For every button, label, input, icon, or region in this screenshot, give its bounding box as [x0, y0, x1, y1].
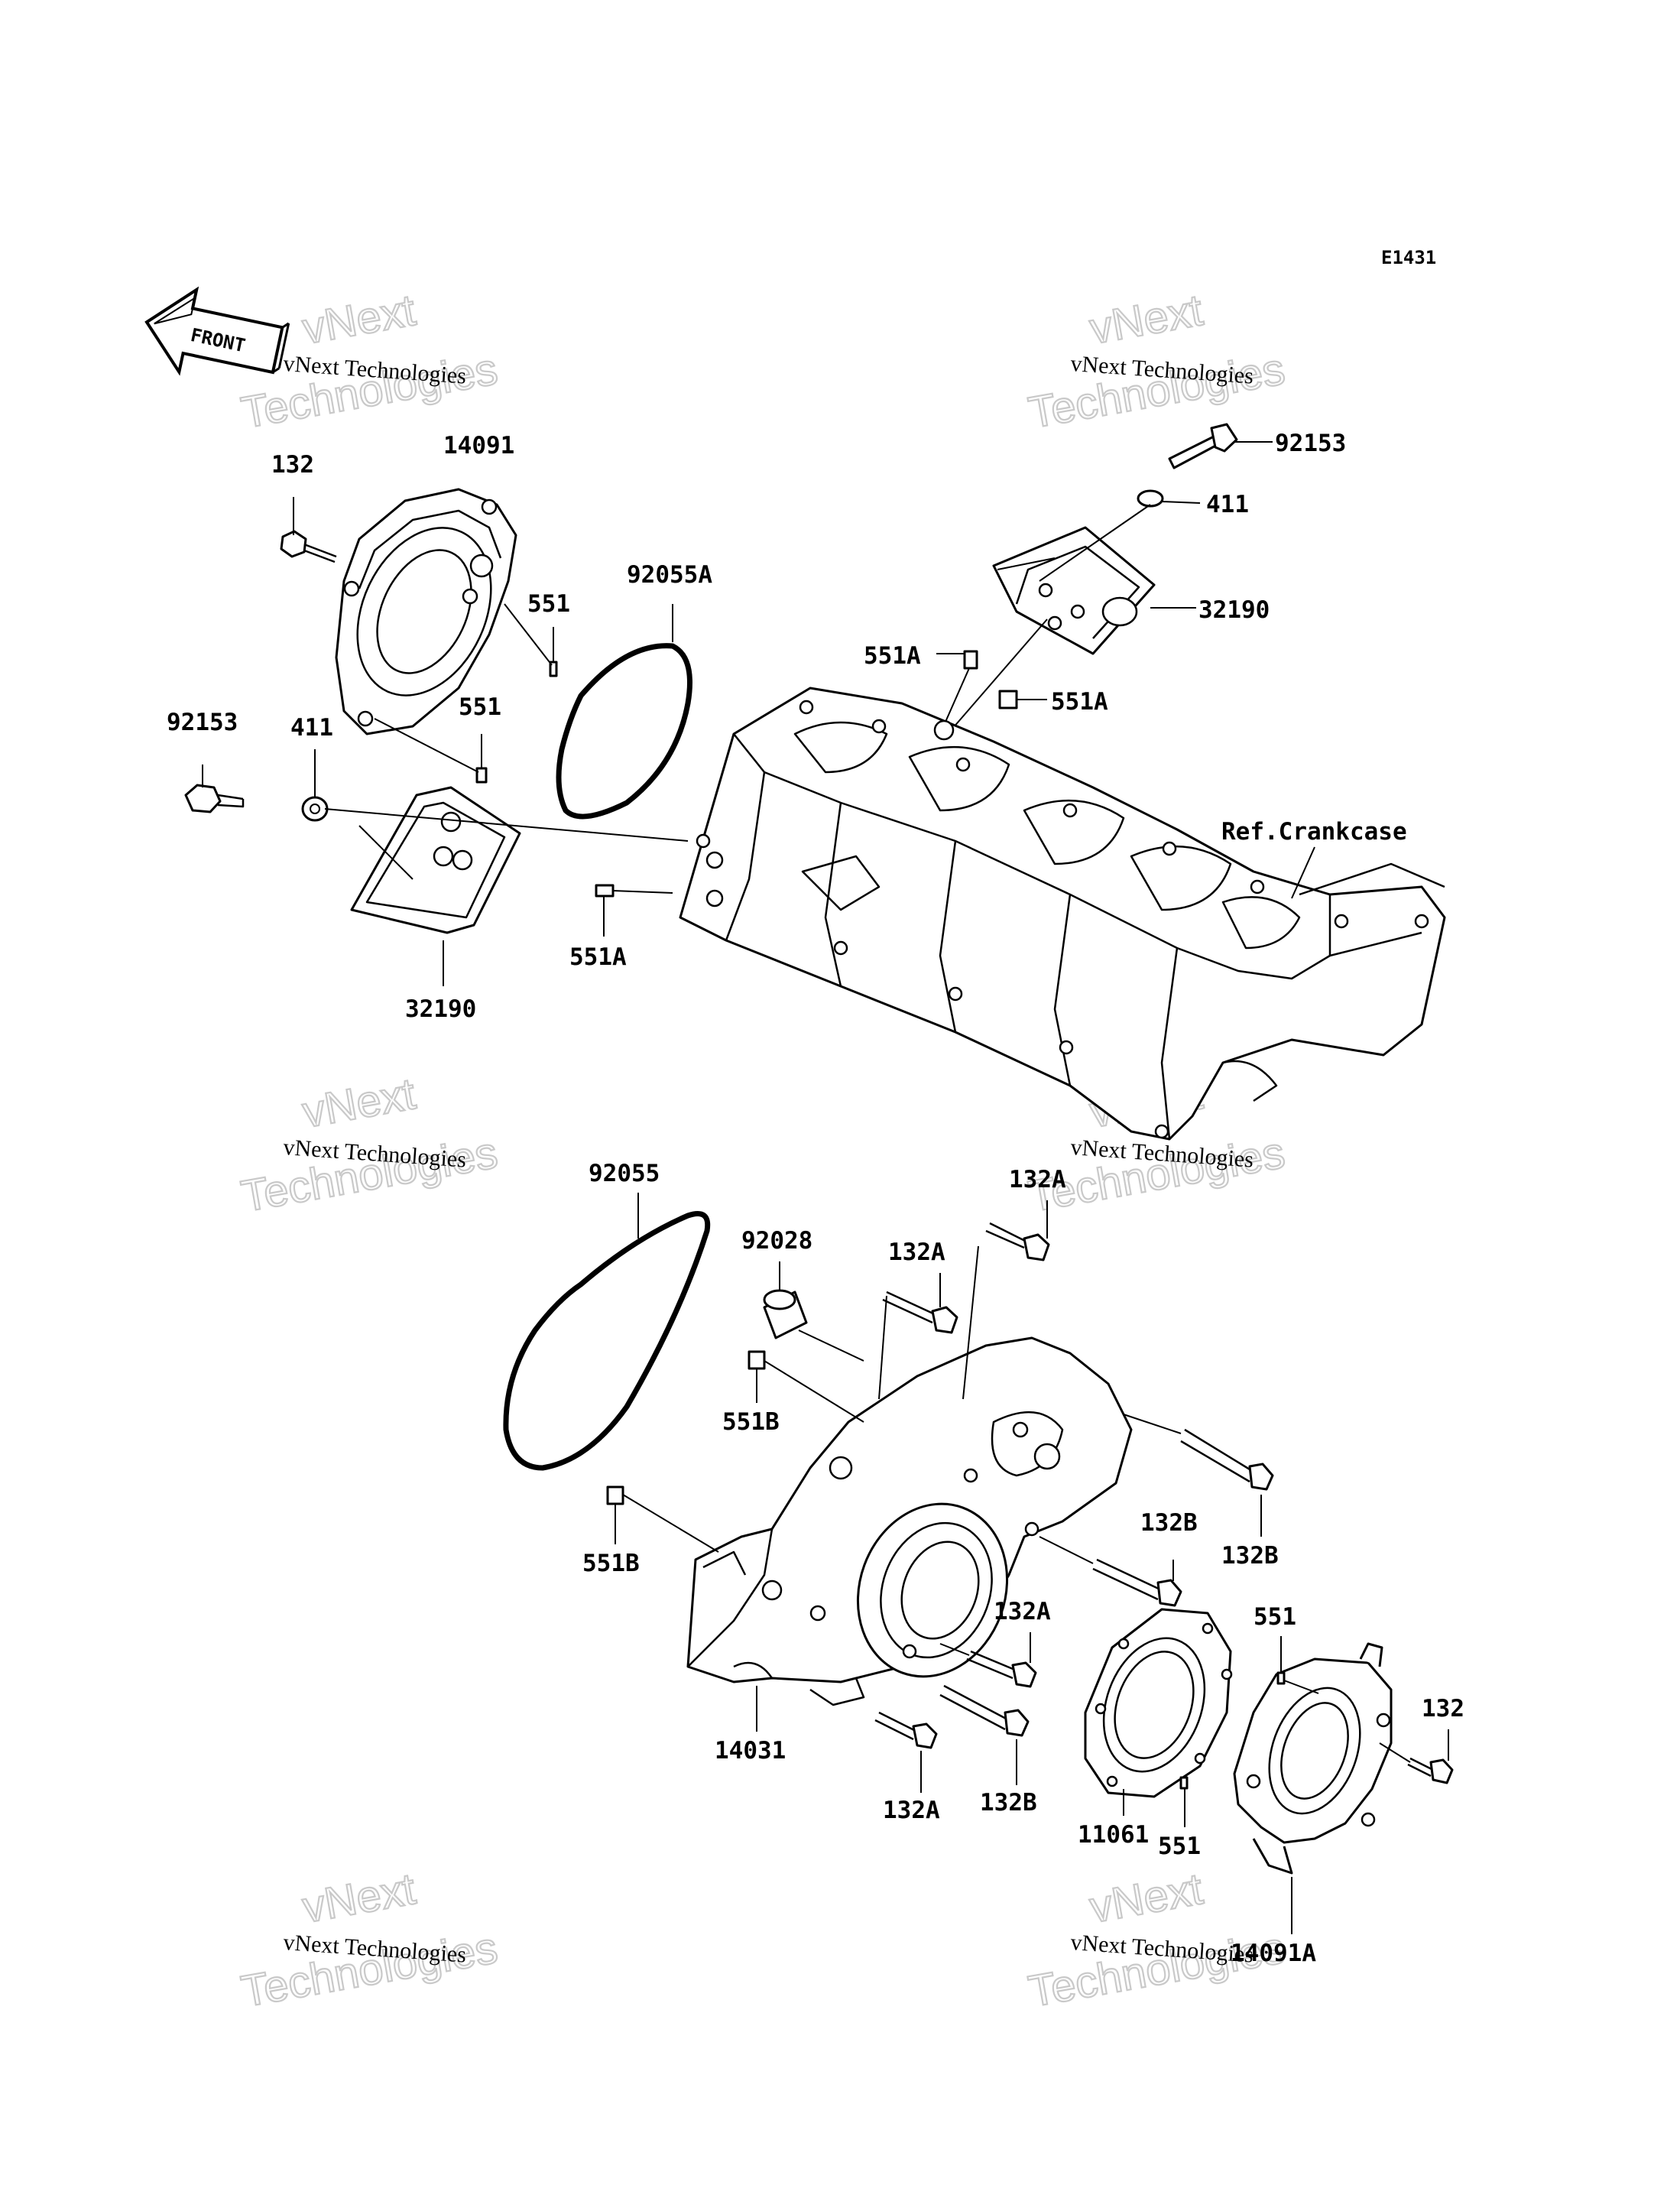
dowel-551A-t [963, 650, 978, 670]
front-arrow-icon: FRONT [144, 286, 290, 376]
callout-92028: 92028 [741, 1227, 812, 1255]
bracket-32190-l [350, 786, 521, 934]
callout-551-b: 551 [459, 693, 501, 721]
dowel-551-c [1276, 1671, 1286, 1685]
dowel-551A-l [595, 884, 615, 898]
bracket-32190-r [992, 526, 1156, 655]
callout-551A-l: 551A [569, 943, 627, 971]
bolt-132B-3 [939, 1684, 1030, 1737]
callout-14031: 14031 [715, 1737, 786, 1765]
callout-132A-1: 132A [1009, 1166, 1066, 1193]
callout-132A-4: 132A [883, 1797, 940, 1824]
dowel-551-b [475, 767, 488, 784]
callout-14091A: 14091A [1231, 1940, 1316, 1967]
callout-551A-r: 551A [1051, 688, 1108, 716]
callout-551-a: 551 [527, 590, 570, 618]
callout-92153-l: 92153 [167, 709, 238, 736]
callout-132B-1: 132B [1140, 1509, 1198, 1537]
callout-132B-3: 132B [980, 1789, 1037, 1817]
callout-132-tl: 132 [271, 451, 314, 479]
reference-label: Ref.Crankcase [1221, 818, 1407, 846]
watermark-vnext: vNext [1086, 1864, 1206, 1933]
bolt-132A-4 [874, 1711, 938, 1749]
callout-14091: 14091 [443, 432, 514, 459]
watermark-top-left: vNext Technologies vNext Technologies [237, 284, 502, 439]
bolt-132A-2 [882, 1291, 958, 1334]
dowel-551A-r [998, 690, 1018, 709]
callout-132A-2: 132A [888, 1239, 945, 1266]
watermark-vnext: vNext [1086, 285, 1206, 354]
watermark-bottom-left: vNext Technologies vNext Technologies [237, 1863, 502, 2018]
cover-14031 [686, 1336, 1133, 1706]
bolt-132-br [1407, 1757, 1454, 1784]
diagram-code: E1431 [1381, 247, 1436, 268]
watermark-mid-left: vNext Technologies vNext Technologies [237, 1068, 502, 1222]
dowel-551B-2 [606, 1485, 624, 1505]
callout-92055: 92055 [589, 1160, 660, 1187]
callout-132B-2: 132B [1221, 1542, 1279, 1570]
callout-132A-3: 132A [994, 1598, 1051, 1625]
watermark-vnext: vNext [299, 1864, 419, 1933]
bolt-132A-3 [966, 1650, 1037, 1688]
washer-411-r [1137, 489, 1164, 508]
callout-411-r: 411 [1206, 491, 1249, 518]
callout-132-br: 132 [1422, 1695, 1464, 1722]
callout-411-l: 411 [290, 714, 333, 742]
watermark-vnext: vNext [299, 1069, 419, 1138]
cover-14091A [1233, 1642, 1393, 1875]
dowel-551B-1 [748, 1350, 766, 1370]
callout-551B-2: 551B [582, 1550, 640, 1577]
callout-551-d: 551 [1158, 1833, 1201, 1860]
watermark-vnext: vNext [299, 285, 419, 354]
oring-92055 [503, 1211, 711, 1471]
sleeve-92028 [763, 1289, 808, 1339]
bolt-132B-2 [1092, 1558, 1182, 1607]
callout-32190-l: 32190 [405, 995, 476, 1023]
callout-32190-r: 32190 [1198, 596, 1270, 624]
callout-11061: 11061 [1078, 1821, 1149, 1849]
bolt-132-tl [280, 497, 337, 563]
callout-551A-t: 551A [864, 642, 921, 670]
gasket-11061 [1084, 1608, 1233, 1798]
dowel-551-d [1179, 1776, 1189, 1790]
cover-14091 [335, 488, 517, 735]
bolt-132B-1 [1180, 1428, 1274, 1491]
bolt-132A-1 [985, 1222, 1050, 1261]
bolt-92153-r [1168, 423, 1238, 469]
watermark-top-right: vNext Technologies vNext Technologies [1024, 284, 1289, 439]
oring-92055A [556, 643, 692, 820]
bolt-92153-l [184, 784, 245, 813]
crankcase [679, 687, 1446, 1141]
callout-92055A: 92055A [627, 561, 712, 589]
callout-551-c: 551 [1254, 1603, 1296, 1631]
callout-92153-r: 92153 [1275, 430, 1346, 457]
callout-551B-1: 551B [722, 1408, 780, 1436]
